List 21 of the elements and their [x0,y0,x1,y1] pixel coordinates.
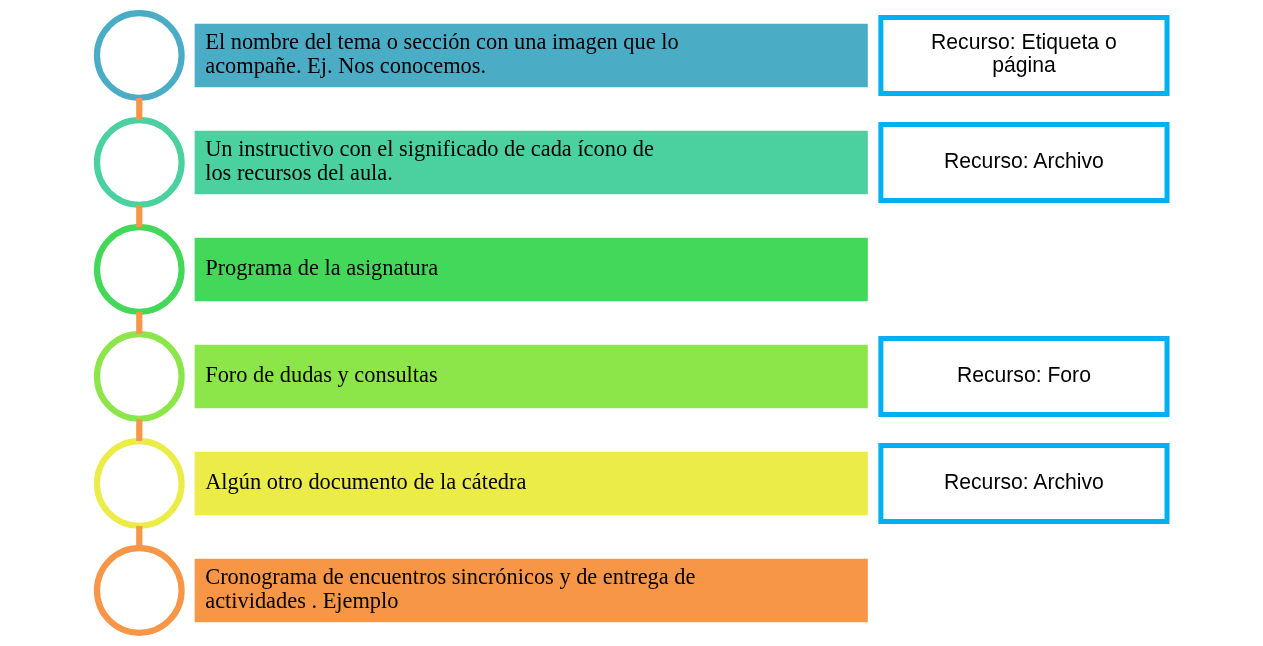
node-box: Foro de dudas y consultas [194,344,868,409]
node-box: El nombre del tema o sección con una imagen que lo acompañe. Ej. Nos conocemos. [194,23,868,88]
connector [135,205,142,227]
node-circle [93,545,185,636]
node-box: Recurso: Archivo [877,443,1169,524]
node-circle [93,438,185,529]
node-box: Recurso: Etiqueta o página [877,15,1169,96]
node-box: Algún otro documento de la cátedra [194,451,868,516]
node-box: Cronograma de encuentros sincrónicos y de entrega de actividades . Ejemplo [194,558,868,623]
connector [135,526,142,548]
connector [135,98,142,120]
node-circle [93,331,185,422]
node-box: Un instructivo con el significado de cada ícono de los recursos del aula. [194,130,868,195]
node-box: Recurso: Archivo [877,122,1169,203]
connector [135,312,142,334]
node-circle [93,224,185,315]
node-circle [93,117,185,208]
connector [135,419,142,441]
node-box: Recurso: Foro [877,336,1169,417]
node-box: Programa de la asignatura [194,237,868,302]
node-circle [93,10,185,101]
